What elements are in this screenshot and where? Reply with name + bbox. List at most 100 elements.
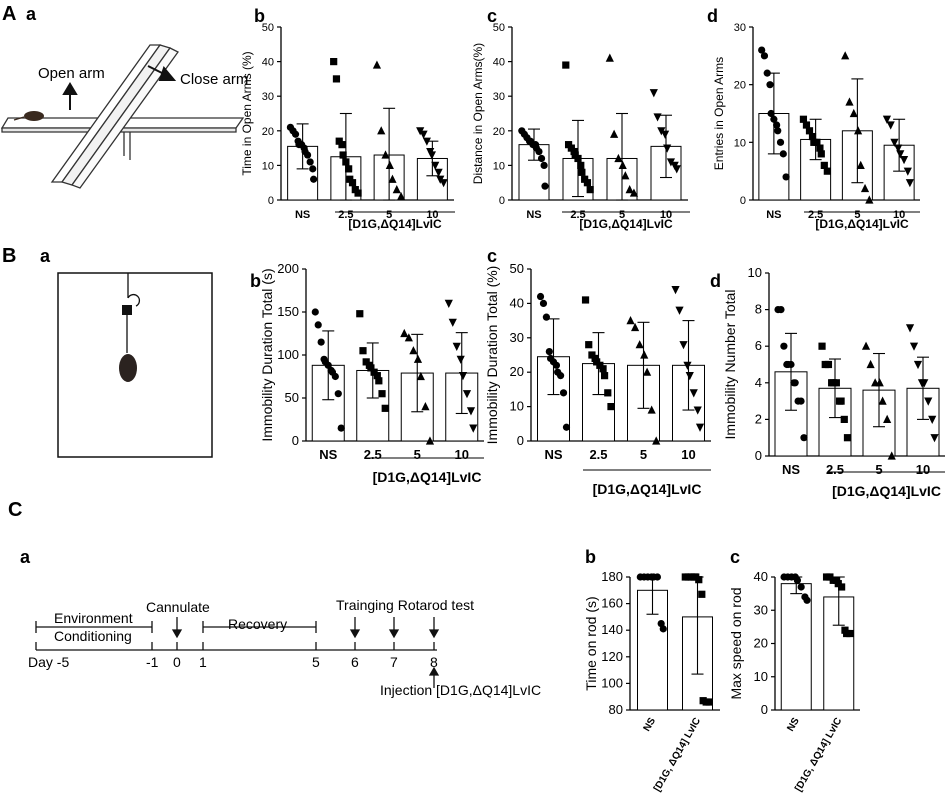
data-point	[797, 583, 805, 591]
x-tick-label: 10	[455, 447, 469, 462]
y-tick-label: 10	[748, 265, 762, 280]
data-point	[861, 341, 871, 350]
data-point	[843, 434, 852, 442]
tick-label-7: 7	[390, 654, 398, 670]
data-point	[306, 158, 314, 166]
y-tick-label: 10	[734, 137, 746, 149]
y-tick-label: 0	[268, 195, 274, 207]
x-tick-label: NS	[544, 447, 562, 462]
data-point	[310, 175, 318, 183]
y-tick-label: 10	[510, 399, 524, 414]
x-tick-label: 5	[619, 209, 625, 221]
x-tick-label: NS	[526, 209, 541, 221]
panel-letter-Bb: b	[250, 271, 261, 291]
data-point	[878, 396, 887, 405]
data-point	[793, 576, 802, 584]
x-tick-label: NS	[785, 716, 802, 734]
y-tick-label: 30	[493, 91, 505, 103]
y-tick-label: 30	[262, 91, 274, 103]
y-axis-label: Time on rod (s)	[583, 596, 599, 690]
x-axis-label: [D1G,ΔQ14]LvIC	[593, 481, 702, 497]
data-point	[849, 108, 858, 118]
data-point	[689, 389, 698, 398]
data-point	[600, 372, 609, 380]
y-tick-label: 30	[754, 602, 768, 617]
y-tick-label: 160	[601, 596, 623, 611]
data-point	[695, 423, 705, 432]
timeline-ticks	[35, 642, 435, 650]
data-point	[894, 144, 903, 153]
data-point	[314, 321, 322, 329]
y-tick-label: 50	[493, 22, 505, 34]
y-tick-label: 20	[262, 126, 274, 138]
data-point	[354, 189, 362, 197]
data-point	[853, 126, 863, 135]
data-point	[291, 130, 300, 138]
data-point	[559, 389, 568, 397]
suspension-hook	[127, 294, 140, 307]
data-point	[693, 406, 702, 415]
data-point	[378, 390, 386, 398]
x-tick-label: NS	[766, 209, 781, 221]
data-point	[542, 313, 550, 321]
data-point	[448, 318, 457, 327]
tail-suspension-illustration	[57, 272, 213, 458]
data-point	[791, 379, 799, 387]
data-point	[409, 346, 418, 355]
data-point	[647, 405, 656, 414]
y-axis-label: Distance in Open Arms(%)	[471, 43, 485, 184]
data-point	[882, 115, 892, 124]
panel-letter-Ca: a	[20, 547, 31, 567]
data-point	[375, 377, 383, 385]
y-tick-label: 20	[734, 80, 746, 92]
data-point	[385, 160, 394, 169]
data-point	[695, 576, 703, 584]
data-point	[909, 342, 919, 351]
label-injection: Injection [D1G,ΔQ14]LvIC	[380, 682, 541, 698]
data-point	[672, 165, 681, 174]
data-point	[377, 126, 386, 135]
data-point	[618, 160, 627, 169]
data-point	[924, 397, 933, 406]
data-point	[392, 185, 401, 194]
y-tick-label: 0	[755, 448, 762, 463]
panel-letter-Bd: d	[710, 271, 721, 291]
y-tick-label: 10	[493, 160, 505, 172]
data-point	[416, 371, 425, 381]
data-point	[860, 183, 870, 193]
panel-letter-B: B	[2, 245, 16, 267]
y-tick-label: 0	[761, 702, 768, 717]
data-point	[605, 53, 614, 62]
data-point	[337, 424, 345, 432]
data-point	[896, 150, 905, 159]
data-point	[348, 179, 357, 187]
y-tick-label: 0	[517, 433, 524, 448]
data-point	[866, 359, 875, 369]
y-axis-label: Time in Open Arms (%)	[240, 51, 254, 175]
mouse-tail	[13, 116, 25, 121]
y-tick-label: 20	[754, 636, 768, 651]
data-point	[585, 341, 593, 349]
data-point	[820, 161, 828, 169]
close-arm-label: Close arm	[180, 71, 248, 88]
data-point	[928, 415, 937, 424]
y-axis-label: Entries in Open Arms	[712, 57, 726, 170]
data-point	[317, 338, 325, 346]
y-tick-label: 6	[755, 338, 762, 353]
data-point	[540, 161, 548, 169]
y-axis-label: Max speed on rod	[728, 587, 744, 699]
data-point	[535, 147, 543, 156]
data-point	[903, 167, 912, 176]
data-point	[845, 97, 854, 106]
y-tick-label: 50	[285, 390, 299, 405]
data-point	[419, 130, 428, 139]
timeline	[35, 617, 440, 688]
y-tick-label: 80	[609, 702, 623, 717]
data-point	[805, 127, 814, 135]
y-tick-label: 50	[510, 261, 524, 276]
data-point	[780, 342, 788, 350]
y-tick-label: 4	[755, 375, 762, 390]
data-point	[629, 188, 639, 197]
